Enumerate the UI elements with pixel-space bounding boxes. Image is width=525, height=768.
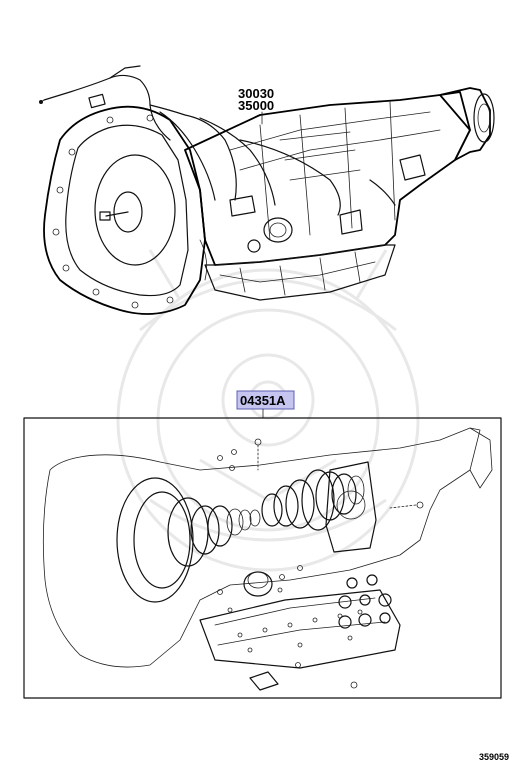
small-o-rings bbox=[217, 438, 424, 509]
transmission-assembly bbox=[39, 65, 495, 315]
bell-housing bbox=[43, 105, 206, 315]
valve-body-gaskets bbox=[199, 587, 401, 669]
part-number-04351a[interactable]: 04351A bbox=[240, 393, 286, 408]
bell-bolt-holes bbox=[52, 114, 174, 309]
oil-pan-gasket bbox=[249, 662, 358, 691]
diagram-reference: 359059 bbox=[479, 752, 509, 762]
watermark-emblem bbox=[116, 249, 420, 572]
oil-pan bbox=[204, 244, 396, 301]
clutch-seal-rings bbox=[338, 574, 392, 629]
part-number-30030[interactable]: 30030 bbox=[238, 86, 274, 101]
accumulator-seal bbox=[217, 565, 303, 597]
part-number-35000[interactable]: 35000 bbox=[238, 98, 274, 113]
extension-housing bbox=[439, 87, 491, 161]
transmission-case bbox=[184, 91, 471, 266]
o-ring-set bbox=[261, 469, 365, 531]
kit-ghost-outline bbox=[42, 427, 493, 668]
pump-gasket bbox=[325, 461, 377, 553]
gasket-kit-frame bbox=[23, 417, 502, 699]
gasket-kit-highlight[interactable] bbox=[236, 390, 295, 410]
shift-cable bbox=[43, 74, 171, 141]
oil-seal-set bbox=[116, 477, 261, 603]
